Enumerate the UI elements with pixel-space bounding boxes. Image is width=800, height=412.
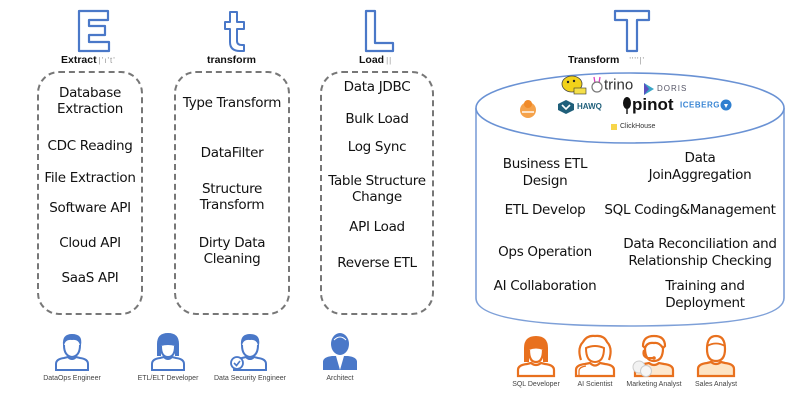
cylinder-left-item: Ops Operation [498, 244, 592, 260]
letter-l-icon [364, 9, 395, 53]
iceberg-logo: ICEBERG [680, 96, 732, 114]
role-label: AI Scientist [577, 381, 613, 388]
transform-small-item: Structure Transform [199, 181, 265, 213]
extract-item: Software API [49, 200, 131, 216]
doris-logo: DORIS [643, 80, 687, 98]
headset-user-icon [632, 334, 675, 378]
extract-title: Extract|'ı't' [61, 54, 116, 66]
load-box: Data JDBC Bulk Load Log Sync Table Struc… [320, 71, 434, 315]
load-item: Log Sync [347, 139, 407, 155]
role-data-security-engineer: Data Security Engineer [200, 330, 300, 382]
role-dataops-engineer: DataOps Engineer [22, 330, 122, 382]
user-icon [696, 334, 736, 378]
transform-small-title-text: transform [207, 54, 257, 66]
hawq-logo: HAWQ [557, 98, 602, 116]
trino-logo: trino [590, 76, 633, 94]
female-user-icon [151, 333, 185, 371]
male-user-icon [55, 334, 89, 371]
cylinder-left-item: AI Collaboration [493, 278, 597, 294]
extract-title-text: Extract [61, 54, 97, 66]
role-architect: Architect [290, 330, 390, 382]
trino-logo-text: trino [604, 76, 634, 94]
transform-small-item: Type Transform [182, 95, 282, 111]
extract-item: File Extraction [44, 170, 136, 186]
role-label: Data Security Engineer [214, 375, 286, 382]
pinot-logo: pinot [622, 95, 674, 115]
clickhouse-logo-text: ClickHouse [620, 123, 656, 131]
verified-user-icon [230, 334, 267, 371]
letter-t-small-icon [224, 11, 245, 52]
load-title: Load|| [359, 54, 392, 66]
extract-item: CDC Reading [47, 138, 133, 154]
role-sql-developer: SQL Developer [486, 334, 586, 388]
transform-big-title: Transform ''''|' [568, 54, 645, 66]
load-title-text: Load [359, 54, 385, 66]
role-sales-analyst: Sales Analyst [666, 334, 766, 388]
cylinder-left-item: Business ETL Design [502, 156, 588, 189]
cylinder-right-item: Training and Deployment [665, 278, 745, 311]
suited-user-icon [323, 333, 357, 370]
transform-small-item: DataFilter [200, 145, 264, 161]
role-ai-scientist: AI Scientist [545, 334, 645, 388]
letter-t-big-icon [613, 9, 651, 53]
hawq-logo-text: HAWQ [577, 102, 602, 112]
role-label: DataOps Engineer [43, 375, 101, 382]
pinot-logo-text: pinot [632, 95, 674, 114]
load-item: Table Structure Change [328, 173, 426, 205]
role-label: Sales Analyst [694, 381, 738, 388]
cylinder-right-item: Data Reconciliation and Relationship Che… [623, 236, 777, 269]
letter-e-icon [77, 9, 111, 53]
cylinder-right-item: SQL Coding&Management [604, 202, 776, 218]
role-marketing-analyst: Marketing Analyst [604, 334, 704, 388]
female-user-icon [516, 336, 556, 378]
role-label: Architect [326, 375, 354, 382]
doris-logo-text: DORIS [657, 84, 688, 94]
transform-small-box: Type Transform DataFilter Structure Tran… [174, 71, 290, 315]
load-item: Data JDBC [343, 79, 411, 95]
extract-title-suffix: |'ı't' [98, 56, 116, 65]
load-item: Bulk Load [345, 111, 409, 127]
spark-logo [517, 98, 539, 123]
extract-item: Database Extraction [57, 85, 123, 117]
role-label: ETL/ELT Developer [137, 375, 199, 382]
transform-small-item: Dirty Data Cleaning [198, 235, 266, 267]
cylinder-left-item: ETL Develop [504, 202, 586, 218]
clickhouse-logo: ClickHouse [611, 118, 655, 136]
load-item: API Load [349, 219, 405, 235]
role-etl-elt-developer: ETL/ELT Developer [118, 330, 218, 382]
role-label: Marketing Analyst [626, 381, 682, 388]
role-label: SQL Developer [512, 381, 560, 388]
transform-small-title: transform [207, 54, 256, 66]
load-item: Reverse ETL [337, 255, 417, 271]
extract-item: Cloud API [59, 235, 121, 251]
transform-big-title-text: Transform [568, 54, 620, 66]
curly-hair-user-icon [574, 334, 616, 378]
transform-cylinder [475, 72, 785, 327]
transform-big-title-suffix: ''''|' [629, 56, 646, 65]
load-title-suffix: || [386, 56, 393, 65]
extract-box: Database Extraction CDC Reading File Ext… [37, 71, 143, 315]
cylinder-right-item: Data JoinAggregation [648, 150, 752, 183]
hive-logo [560, 74, 588, 101]
iceberg-logo-text: ICEBERG [680, 100, 720, 110]
extract-item: SaaS API [61, 270, 119, 286]
